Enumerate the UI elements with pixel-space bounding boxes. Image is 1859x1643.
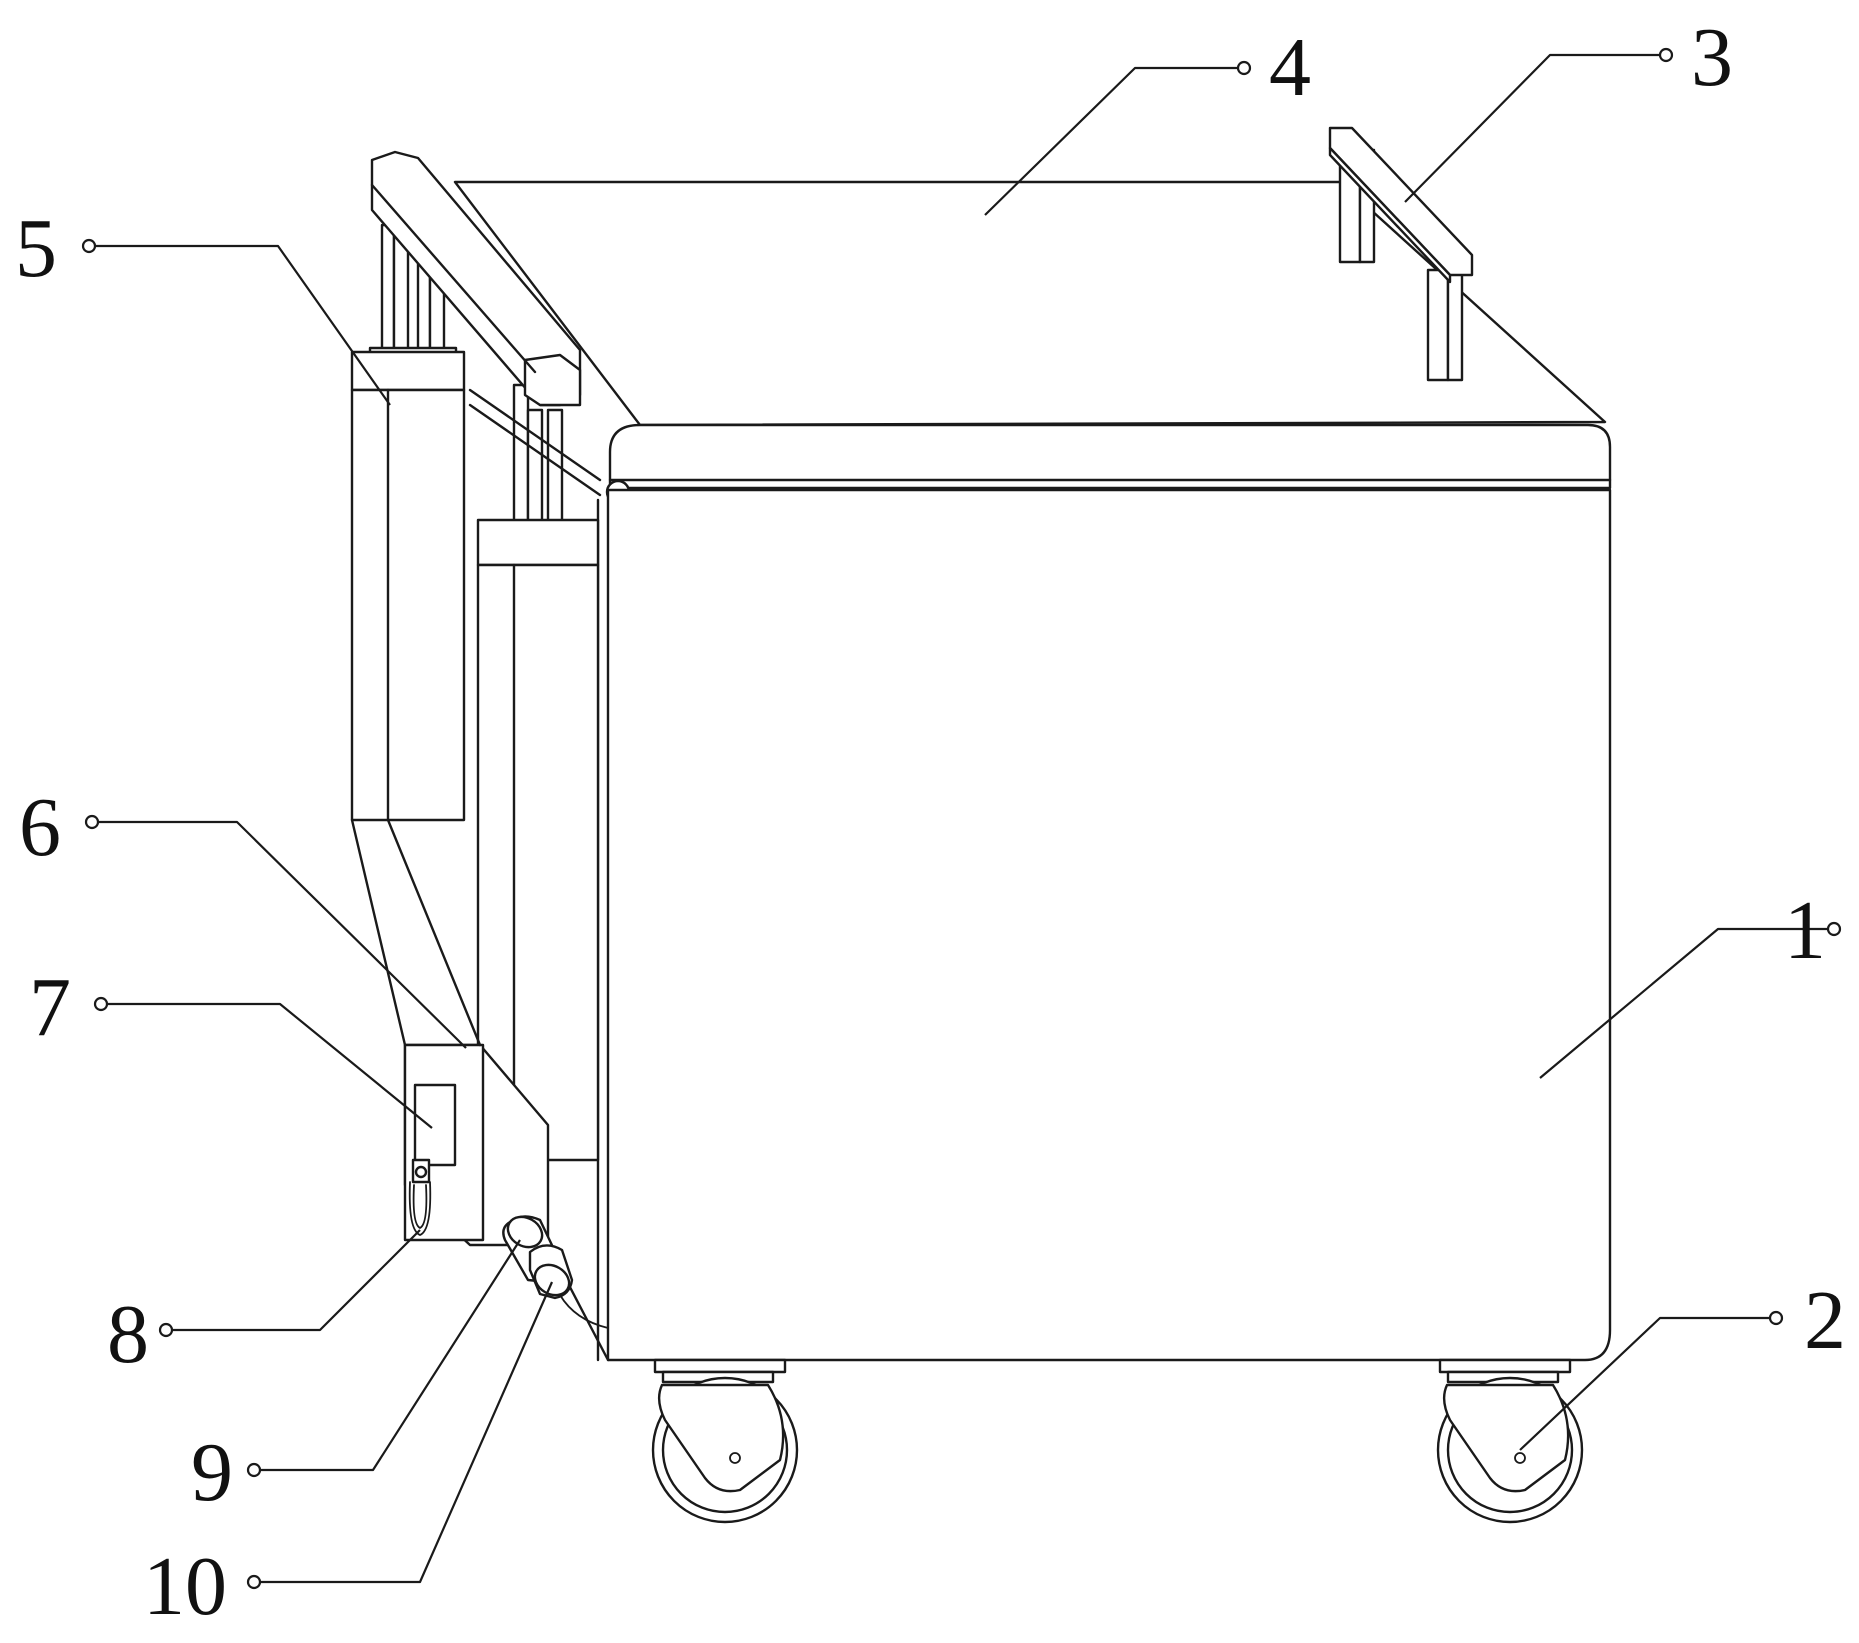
box-body (598, 490, 1610, 1360)
callout-2: 2 (1804, 1274, 1846, 1367)
callout-9: 9 (191, 1426, 233, 1519)
callout-5: 5 (15, 202, 57, 295)
castor-wheel-right (1438, 1360, 1582, 1522)
callout-1: 1 (1784, 884, 1826, 977)
callout-10: 10 (143, 1540, 227, 1633)
castor-wheel-left (653, 1360, 797, 1522)
callout-3: 3 (1691, 11, 1733, 104)
callout-4: 4 (1269, 21, 1311, 114)
callout-8: 8 (107, 1288, 149, 1381)
outlet-pipe (502, 1211, 608, 1328)
callout-7: 7 (29, 961, 71, 1054)
callout-6: 6 (19, 781, 61, 874)
